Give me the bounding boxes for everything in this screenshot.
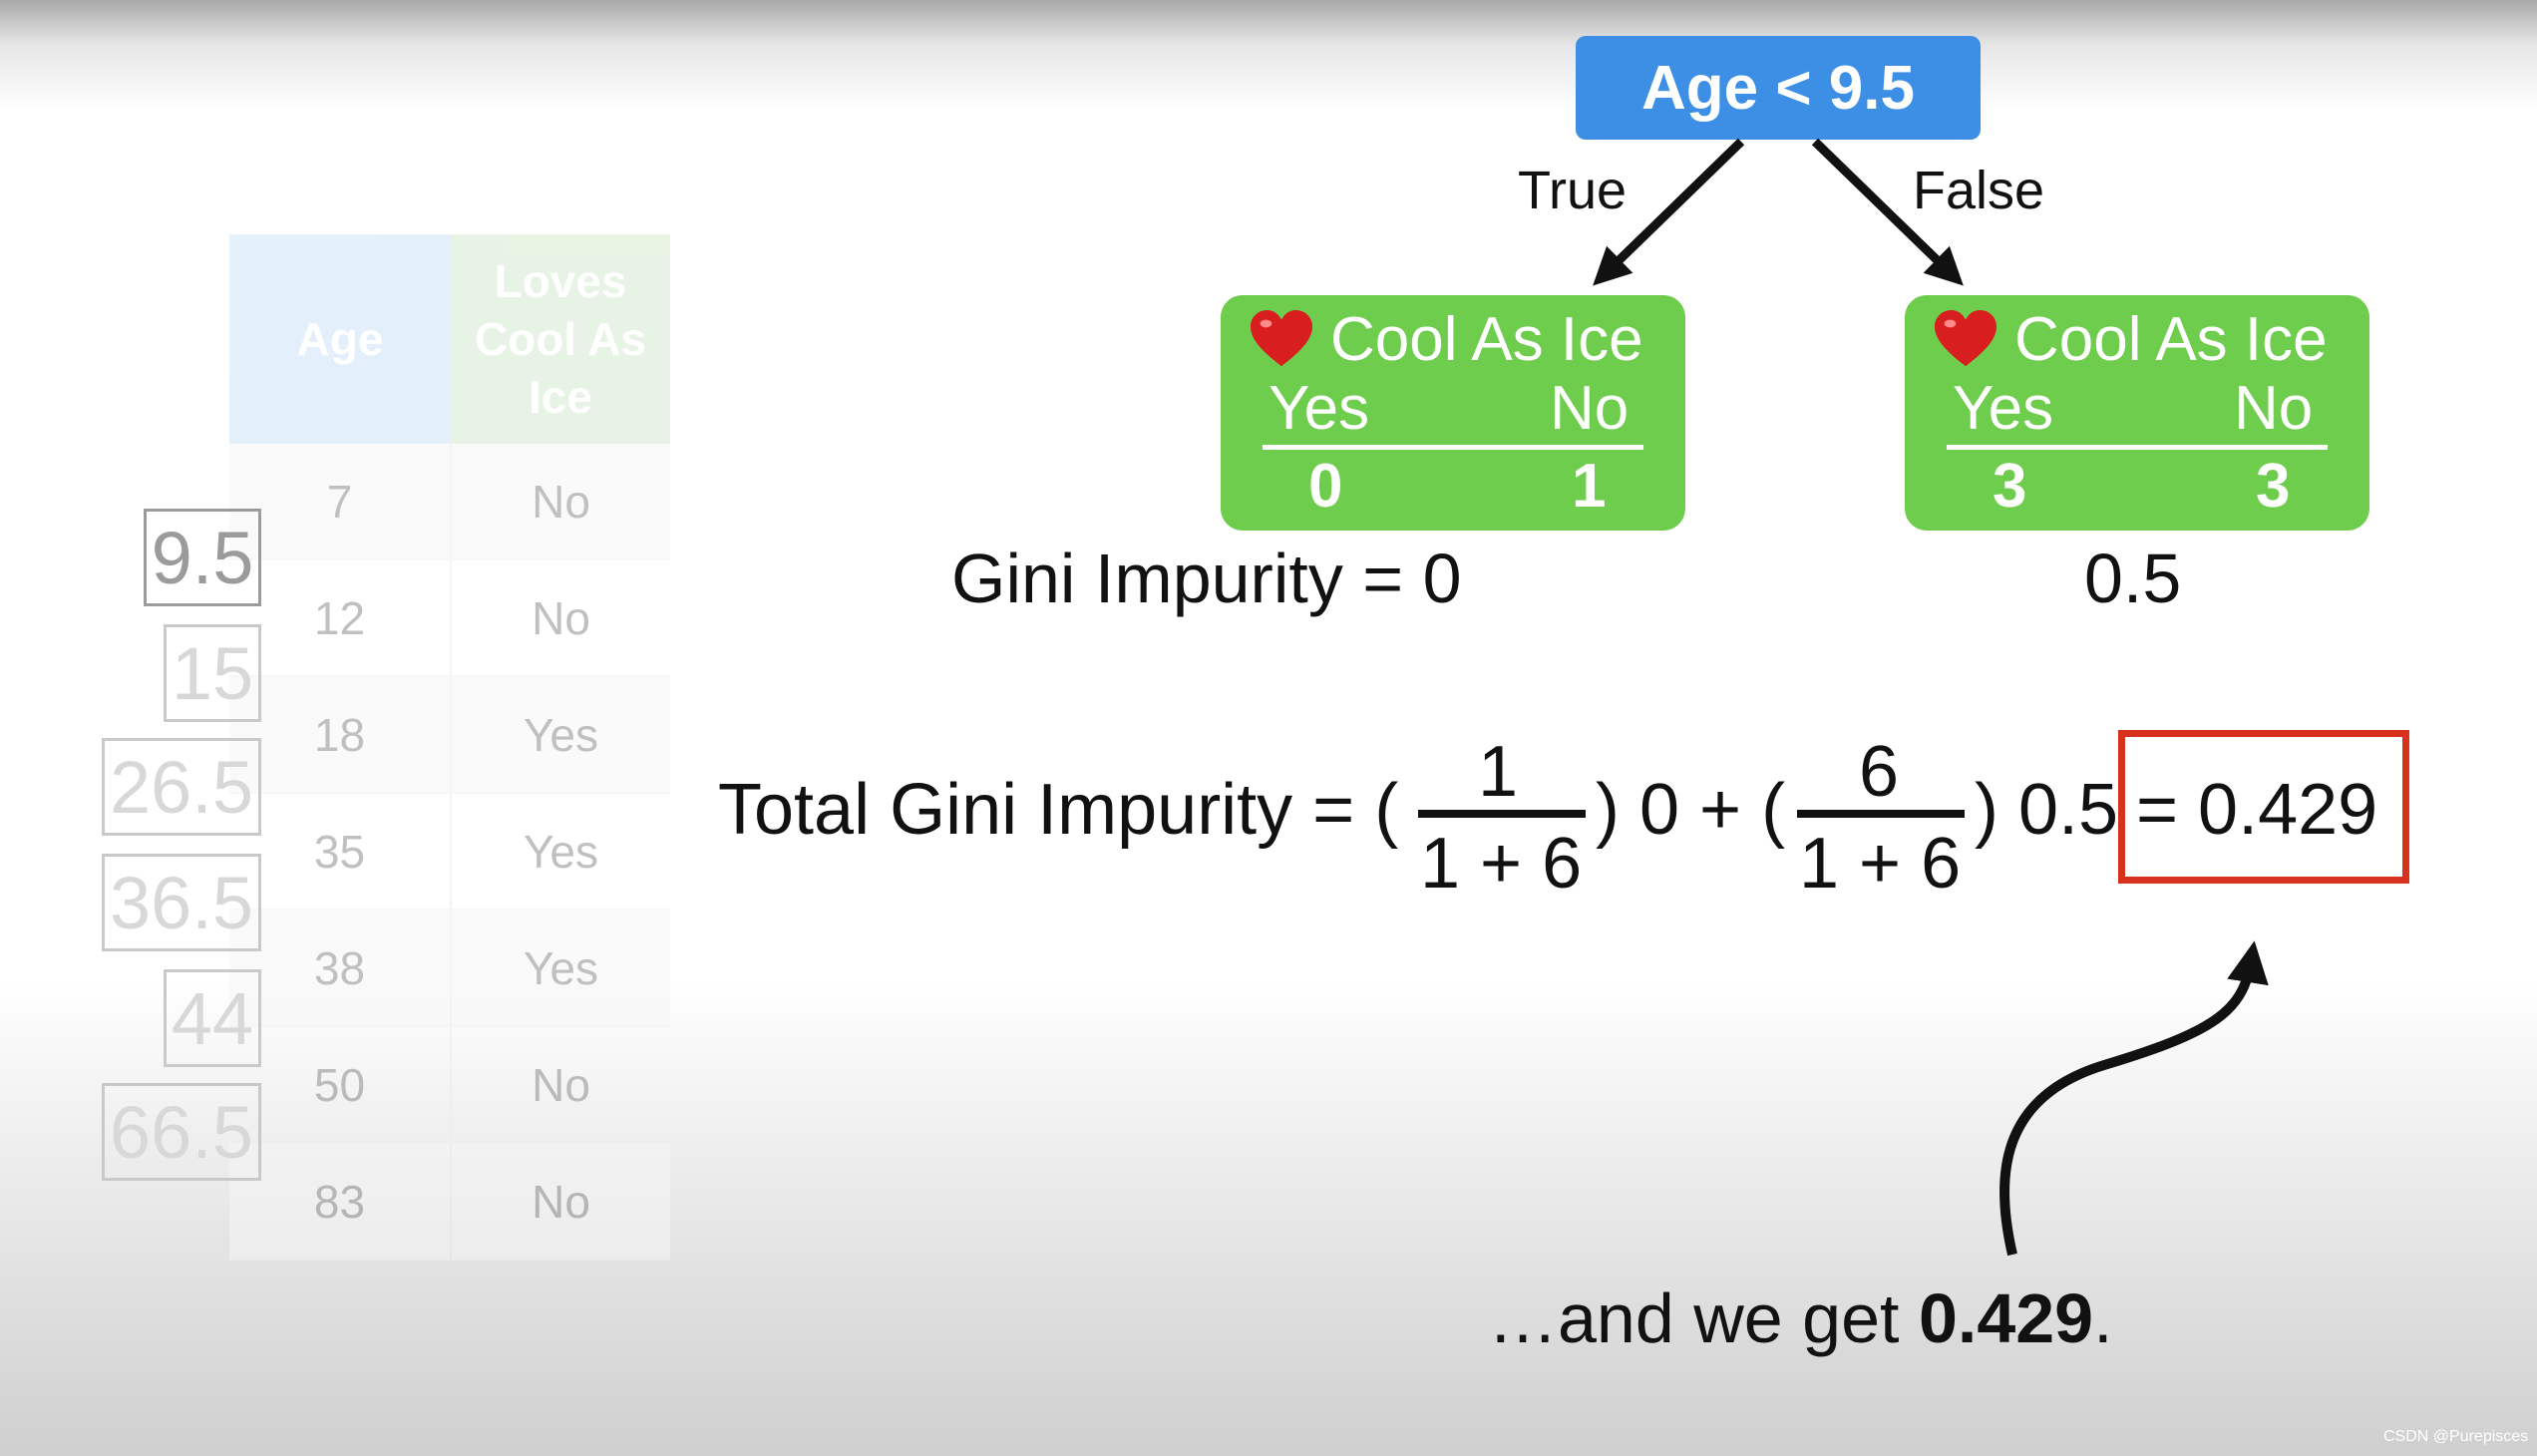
cell-loves-cool-as-ice: No: [532, 475, 590, 528]
caption-text: …and we get: [1488, 1279, 1919, 1357]
threshold-box: 15: [164, 624, 261, 722]
cell-age: 35: [229, 794, 452, 909]
table-row: 35 Yes: [229, 794, 670, 910]
root-node: Age < 9.5: [1576, 36, 1981, 140]
cell-loves-cool-as-ice: Yes: [523, 708, 599, 761]
heart-icon: [1251, 308, 1312, 370]
equation-prefix: Total Gini Impurity = (: [718, 770, 1399, 850]
yes-count: 0: [1308, 452, 1343, 521]
threshold-box: 26.5: [102, 738, 261, 836]
cell-age: 83: [229, 1144, 452, 1259]
cell-loves-cool-as-ice: No: [532, 591, 590, 644]
cell-age: 12: [229, 560, 452, 675]
no-label: No: [2234, 374, 2314, 443]
fraction-2-bar: [1797, 810, 1965, 818]
fraction-1-bar: [1418, 810, 1586, 818]
table-row: 12 No: [229, 560, 670, 677]
heart-icon: [1935, 308, 1996, 370]
leaf-title: Cool As Ice: [1330, 304, 1643, 374]
false-label: False: [1913, 161, 2045, 220]
cell-loves-cool-as-ice: No: [532, 1175, 590, 1228]
equation-result: = 0.429: [2136, 770, 2378, 850]
false-branch-arrow: [1811, 138, 1964, 286]
table-row: 83 No: [229, 1144, 670, 1261]
cell-age: 50: [229, 1027, 452, 1142]
yes-count: 3: [1993, 452, 2027, 521]
no-count: 3: [2256, 452, 2291, 521]
leaf-divider: [1947, 445, 2328, 450]
result-highlight-box: [2118, 730, 2409, 884]
equation-suffix: ) 0.5: [1975, 770, 2119, 850]
fraction-1-numerator: 1: [1478, 732, 1519, 812]
true-label: True: [1518, 161, 1628, 220]
table-row: 7 No: [229, 444, 670, 560]
cell-loves-cool-as-ice: Yes: [523, 825, 599, 878]
table-row: 50 No: [229, 1027, 670, 1144]
no-count: 1: [1572, 452, 1607, 521]
leaf-divider: [1263, 445, 1643, 450]
fraction-2-numerator: 6: [1859, 732, 1900, 812]
leaf-title: Cool As Ice: [2014, 304, 2328, 374]
cell-loves-cool-as-ice: Yes: [523, 941, 599, 994]
threshold-box: 9.5: [144, 509, 261, 606]
cell-loves-cool-as-ice: No: [532, 1058, 590, 1111]
yes-label: Yes: [1268, 374, 1370, 443]
equation-middle: ) 0 + (: [1596, 770, 1786, 850]
right-gini-impurity: 0.5: [2084, 540, 2182, 617]
watermark: CSDN @Purepisces: [2383, 1428, 2529, 1445]
fraction-1-denominator: 1 + 6: [1420, 824, 1583, 904]
cell-age: 18: [229, 677, 452, 792]
left-leaf-node: Cool As Ice Yes No 0 1: [1221, 295, 1685, 531]
result-pointer-arrow: [1999, 940, 2269, 1257]
no-label: No: [1550, 374, 1630, 443]
caption: …and we get 0.429.: [1488, 1278, 2113, 1358]
threshold-box: 36.5: [102, 854, 261, 951]
caption-period: .: [2093, 1279, 2113, 1357]
threshold-box: 44: [164, 969, 261, 1067]
table-row: 38 Yes: [229, 910, 670, 1027]
cell-age: 38: [229, 910, 452, 1025]
threshold-box: 66.5: [102, 1083, 261, 1181]
table-row: 18 Yes: [229, 677, 670, 794]
yes-label: Yes: [1953, 374, 2054, 443]
cell-age: 7: [229, 444, 452, 558]
caption-result: 0.429: [1918, 1279, 2094, 1357]
fraction-2-denominator: 1 + 6: [1799, 824, 1962, 904]
header-age: Age: [229, 234, 451, 444]
left-gini-impurity: Gini Impurity = 0: [951, 540, 1462, 617]
right-leaf-node: Cool As Ice Yes No 3 3: [1905, 295, 2369, 531]
true-branch-arrow: [1593, 138, 1745, 286]
